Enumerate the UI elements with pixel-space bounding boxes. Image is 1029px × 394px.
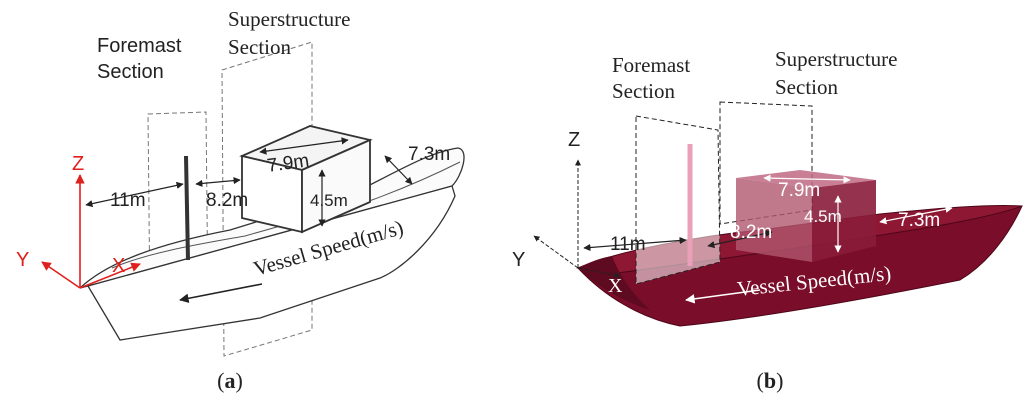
dim-8-2-arrow-b: [707, 229, 773, 249]
z-axis-label-a: Z: [72, 153, 84, 175]
panel-a: Foremast Section Superstructure Section …: [16, 7, 465, 393]
dim-7-3-label-a: 7.3m: [408, 144, 450, 165]
panel-b: Foremast Section Superstructure Section …: [512, 47, 1023, 393]
dim-11-label-a: 11m: [110, 190, 146, 211]
dim-7-9-arrow-a: [259, 137, 349, 155]
dim-8-2-label-a: 8.2m: [206, 190, 248, 211]
dim-7-9-arrow-b: [763, 174, 851, 184]
z-axis-label-b: Z: [568, 129, 580, 151]
dim-11-label-b: 11m: [610, 234, 646, 255]
superstructure-label-b-2: Section: [775, 75, 838, 99]
dim-4-5-label-b: 4.5m: [804, 207, 842, 226]
y-axis-label-b: Y: [512, 249, 525, 271]
speed-arrow-a: [179, 283, 263, 304]
dim-7-9-label-b: 7.9m: [778, 180, 820, 201]
foremast-label-b-1: Foremast: [612, 53, 690, 77]
dim-8-2-arrow-a: [195, 177, 241, 187]
axes-a: [41, 174, 141, 289]
foremast-a: [184, 155, 190, 261]
x-axis-a: [79, 262, 141, 289]
superstructure-label-a-1: Superstructure: [228, 7, 350, 31]
y-axis-a: [41, 261, 81, 289]
x-axis-label-b: X: [608, 275, 623, 297]
superstructure-label-a-2: Section: [228, 35, 291, 59]
foremast-section-plane-b: [635, 115, 721, 285]
hull-bow-b: [578, 256, 650, 310]
caption-a: (a): [217, 368, 243, 393]
superstructure-label-b-1: Superstructure: [775, 47, 897, 71]
axes-b: [533, 159, 621, 278]
dim-8-2-label-b: 8.2m: [730, 222, 772, 243]
y-axis-label-a: Y: [16, 249, 29, 271]
foremast-label-a-1: Foremast: [97, 35, 182, 57]
x-axis-label-a: X: [112, 255, 125, 277]
dim-4-5-label-a: 4.5m: [310, 191, 348, 210]
dim-7-3-label-b: 7.3m: [898, 210, 940, 231]
dim-7-3-arrow-b: [879, 205, 953, 225]
caption-b: (b): [757, 368, 784, 393]
x-axis-b: [577, 267, 621, 278]
dim-11-arrow-a: [85, 181, 184, 208]
dim-11-arrow-b: [583, 236, 687, 252]
y-axis-b: [533, 235, 579, 269]
foremast-label-b-2: Section: [612, 79, 675, 103]
bulwark-line-a: [111, 161, 461, 269]
dim-7-3-arrow-a: [384, 155, 413, 185]
foremast-label-a-2: Section: [97, 61, 164, 83]
speed-arrow-b: [685, 289, 761, 304]
